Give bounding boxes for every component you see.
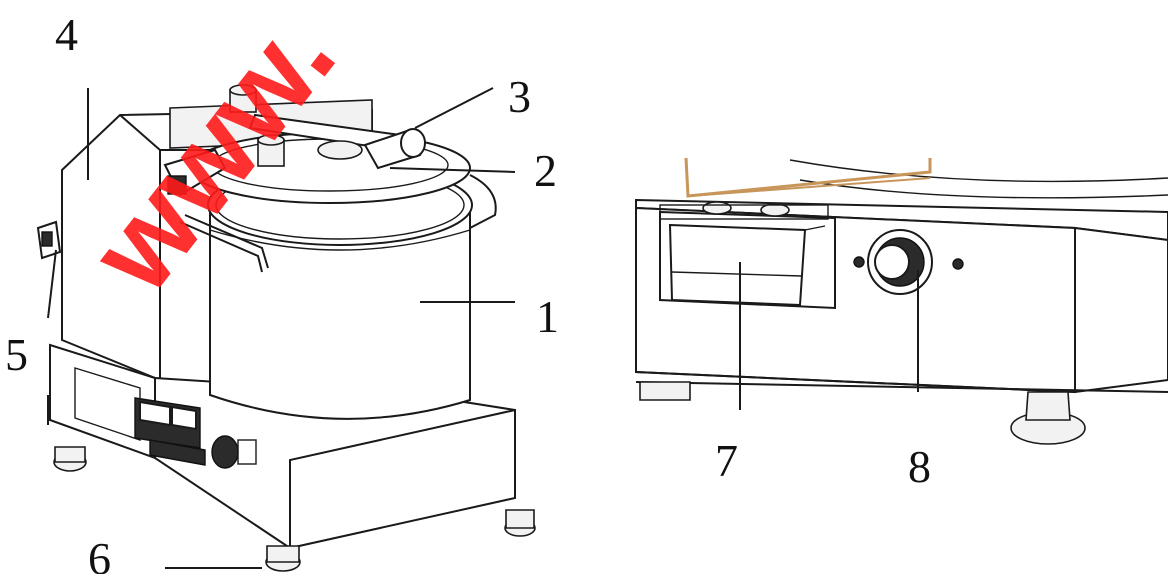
label-3: 3 [508, 71, 531, 122]
callout-labels: 1 2 3 4 5 6 7 8 [5, 9, 931, 574]
label-7: 7 [715, 435, 738, 486]
leader-lines-left [47, 87, 516, 569]
leader-lines-right [739, 262, 919, 410]
label-2: 2 [534, 145, 557, 196]
left-machine-view [36, 84, 536, 572]
right-detail-view [635, 157, 1168, 445]
base-dial [211, 435, 239, 469]
label-8: 8 [908, 441, 931, 492]
label-5: 5 [5, 329, 28, 380]
bowl [209, 204, 471, 420]
label-1: 1 [536, 291, 559, 342]
label-4: 4 [55, 9, 78, 60]
scraper-arm-detail [684, 157, 932, 198]
label-6: 6 [88, 533, 111, 574]
